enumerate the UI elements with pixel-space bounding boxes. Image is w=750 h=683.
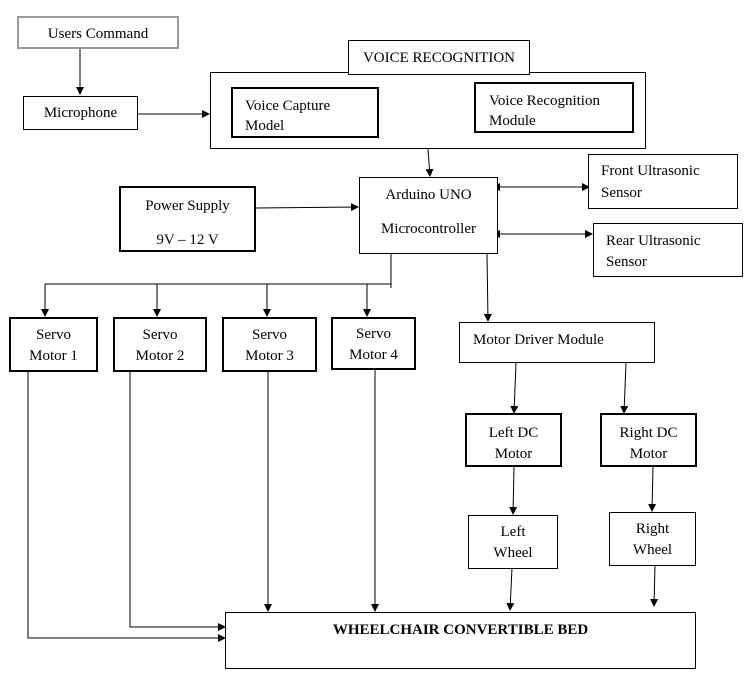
arrow-driver-to-left-dc — [510, 362, 519, 414]
arduino-box: Arduino UNO Microcontroller — [359, 177, 498, 254]
wheelchair-bed-box: WHEELCHAIR CONVERTIBLE BED — [225, 612, 696, 669]
left-wheel-label-1: Left — [500, 524, 526, 540]
front-ultrasonic-box: Front Ultrasonic Sensor — [588, 154, 738, 209]
arduino-label-2: Microcontroller — [381, 221, 476, 237]
servo-motor-4-box: Servo Motor 4 — [331, 317, 416, 370]
voice-recognition-module-label-2: Module — [489, 113, 536, 129]
right-wheel-label-2: Wheel — [632, 542, 673, 558]
left-dc-motor-label-2: Motor — [494, 446, 533, 462]
servo-motor-1-label-1: Servo — [36, 327, 71, 343]
voice-recognition-module-label-1: Voice Recognition — [489, 93, 600, 109]
right-wheel-box: Right Wheel — [609, 512, 696, 566]
voice-recognition-title: VOICE RECOGNITION — [362, 50, 516, 66]
right-dc-motor-label-2: Motor — [629, 446, 668, 462]
arduino-label-1: Arduino UNO — [385, 187, 472, 203]
servo-motor-3-label-1: Servo — [252, 327, 287, 343]
left-wheel-label-2: Wheel — [493, 545, 533, 561]
voice-recognition-title-box: VOICE RECOGNITION — [348, 40, 530, 75]
rear-ultrasonic-label-1: Rear Ultrasonic — [606, 233, 701, 249]
servo-motor-2-box: Servo Motor 2 — [113, 317, 207, 372]
servo-motor-2-label-1: Servo — [142, 327, 178, 343]
arrow-power-to-arduino — [255, 203, 359, 212]
arrow-right-dc-to-wheel — [648, 466, 657, 512]
rear-ultrasonic-label-2: Sensor — [606, 254, 647, 270]
wheelchair-bed-label: WHEELCHAIR CONVERTIBLE BED — [332, 622, 589, 638]
power-supply-label-2: 9V – 12 V — [156, 232, 219, 248]
left-dc-motor-box: Left DC Motor — [465, 413, 562, 467]
motor-driver-box: Motor Driver Module — [459, 322, 655, 363]
users-command-box: Users Command — [17, 16, 179, 49]
voice-capture-label-1: Voice Capture — [245, 98, 331, 114]
power-supply-label-1: Power Supply — [145, 198, 230, 214]
front-ultrasonic-label-2: Sensor — [601, 185, 642, 201]
power-supply-box: Power Supply 9V – 12 V — [119, 186, 256, 252]
microphone-box: Microphone — [23, 96, 138, 130]
left-dc-motor-label-1: Left DC — [488, 425, 539, 441]
servo-motor-3-box: Servo Motor 3 — [222, 317, 317, 372]
voice-capture-box: Voice Capture Model — [231, 87, 379, 138]
arrow-left-wheel-to-bed — [506, 567, 515, 611]
servo-motor-3-label-2: Motor 3 — [245, 348, 294, 364]
users-command-label: Users Command — [47, 26, 149, 42]
servo-motor-4-label-1: Servo — [356, 326, 391, 342]
servo-motor-1-label-2: Motor 1 — [29, 348, 78, 364]
voice-recognition-module-box: Voice Recognition Module — [474, 82, 634, 133]
arrow-driver-to-right-dc — [620, 362, 629, 414]
servo-motor-1-box: Servo Motor 1 — [9, 317, 98, 372]
arrow-left-dc-to-wheel — [509, 466, 518, 515]
front-ultrasonic-label-1: Front Ultrasonic — [601, 163, 700, 179]
motor-driver-label: Motor Driver Module — [473, 332, 604, 348]
right-dc-motor-box: Right DC Motor — [600, 413, 697, 467]
right-dc-motor-label-1: Right DC — [619, 425, 678, 441]
arrow-right-wheel-to-bed — [650, 564, 659, 607]
microphone-label: Microphone — [43, 105, 118, 121]
arrow-arduino-to-driver — [483, 253, 492, 322]
arrow-voice-to-arduino — [425, 148, 434, 177]
servo-motor-2-label-2: Motor 2 — [135, 348, 185, 364]
left-wheel-box: Left Wheel — [468, 515, 558, 569]
servo-motor-4-label-2: Motor 4 — [349, 347, 398, 363]
arrow-servo-1-to-bed — [27, 370, 226, 642]
voice-capture-label-2: Model — [245, 118, 285, 134]
rear-ultrasonic-box: Rear Ultrasonic Sensor — [593, 223, 743, 277]
arrow-servo-2-to-bed — [129, 370, 226, 631]
servo-bus — [45, 254, 392, 285]
right-wheel-label-1: Right — [635, 521, 670, 537]
